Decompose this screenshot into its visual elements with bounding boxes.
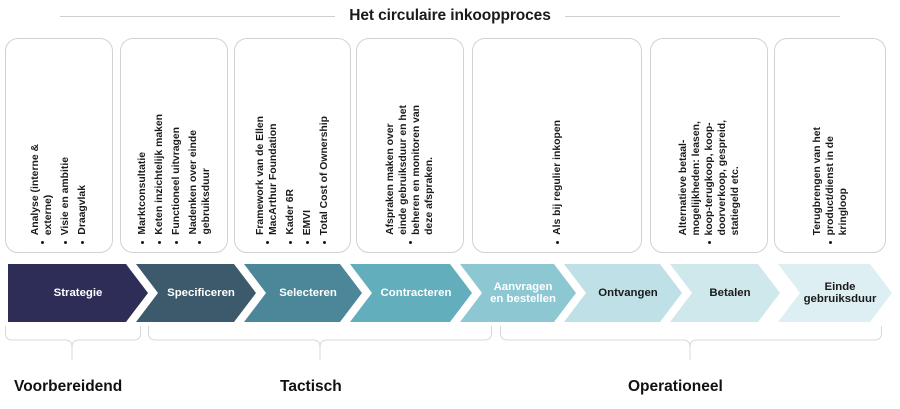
card-betalen: Alternatieve betaal- mogelijkheden: leas… [650,38,768,253]
title-rule-left [60,15,336,17]
category-voorbereidend-label: Voorbereidend [14,378,123,395]
bullet-dot-icon [140,241,144,244]
bullet-dot-icon [64,241,67,244]
bullet-dot-icon [198,241,201,244]
step-label: Aanvragen en bestellen [490,280,556,306]
step-specificeren[interactable]: Specificeren [136,264,256,322]
bullet-dot-icon [265,241,269,244]
chevron-shape [564,264,682,322]
bullet-item: Analyse (interne & externe) [28,144,56,244]
step-aanvragen-bestellen[interactable]: Aanvragen en bestellen [460,264,576,322]
bullet-dot-icon [306,241,309,244]
step-label: Ontvangen [598,286,658,299]
bullet-text: Afspraken maken over einde gebruiksduur … [385,105,435,235]
bullet-text: Keten inzichtelijk maken [153,114,165,235]
step-contracteren[interactable]: Contracteren [350,264,472,322]
step-label: Strategie [53,286,103,299]
brace-category-operationeel [500,326,882,364]
card-aanvragen-en-bestellen: Als bij regulier inkopen [472,38,642,253]
card-bullet-list: Afspraken maken over einde gebruiksduur … [357,105,463,244]
card-contracteren: Afspraken maken over einde gebruiksduur … [356,38,464,253]
bullet-text: Visie en ambitie [60,156,71,235]
bullet-item: Total Cost of Ownership [317,116,332,244]
chevron-shape [350,264,472,322]
bullet-item: Kader 6R [283,189,298,244]
brace-shape [5,326,141,360]
bullet-item: EMVI [300,210,315,244]
brace-category-voorbereidend [5,326,141,364]
chevron-shape [8,264,148,322]
page-title: Het circulaire inkoopproces [349,7,551,24]
bullet-text: Marktconsultatie [136,152,148,235]
bullet-item: Visie en ambitie [58,157,73,244]
bullet-dot-icon [828,241,832,244]
bullet-item: Keten inzichtelijk maken [152,114,167,244]
step-label: Selecteren [279,286,337,299]
bullet-dot-icon [81,241,84,244]
step-label: Betalen [709,286,751,299]
step-ontvangen[interactable]: Ontvangen [564,264,682,322]
bullet-item: Alternatieve betaal- mogelijkheden: leas… [676,120,743,244]
bullet-dot-icon [289,241,292,244]
bullet-text: Kader 6R [285,189,296,235]
step-label: Contracteren [380,286,452,299]
category-braces [0,326,900,371]
step-strategie[interactable]: Strategie [8,264,148,322]
brace-shape [500,326,882,360]
chevron-shape [460,264,576,322]
step-betalen[interactable]: Betalen [670,264,780,322]
category-tactisch-label: Tactisch [280,378,342,395]
step-einde-gebruiksduur[interactable]: Einde gebruiksduur [778,264,892,322]
bullet-text: Total Cost of Ownership [319,115,330,235]
bullet-text: Functioneel uitvragen [170,127,182,235]
chevron-shape [136,264,256,322]
detail-cards-row: Analyse (interne & externe) Visie en ambi… [0,38,900,254]
card-specificeren: Marktconsultatie Keten inzichtelijk maken… [120,38,228,253]
card-bullet-list: Framework van de Ellen MacArthur Foundat… [235,116,350,244]
brace-shape [148,326,492,360]
bullet-dot-icon [174,241,178,244]
brace-category-tactisch [148,326,492,364]
card-einde-gebruiksduur: Terugbrengen van het product/dienst in d… [774,38,886,253]
bullet-dot-icon [707,241,711,244]
bullet-item: Functioneel uitvragen [169,127,184,244]
bullet-text: Alternatieve betaal- mogelijkheden: leas… [677,119,741,235]
bullet-item: Nadenken over einde gebruiksduur [186,130,214,244]
card-selecteren: Framework van de Ellen MacArthur Foundat… [234,38,351,253]
bullet-text: Terugbrengen van het product/dienst in d… [811,126,849,235]
bullet-item: Terugbrengen van het product/dienst in d… [810,127,851,244]
bullet-dot-icon [555,241,559,244]
bullet-text: Nadenken over einde gebruiksduur [187,130,212,235]
bullet-text: Framework van de Ellen MacArthur Foundat… [255,116,279,235]
step-label: Specificeren [167,286,235,299]
chevron-shape [244,264,362,322]
card-bullet-list: Marktconsultatie Keten inzichtelijk maken… [121,114,227,244]
bullet-item: Als bij regulier inkopen [550,120,565,244]
card-bullet-list: Alternatieve betaal- mogelijkheden: leas… [651,120,767,244]
title-bar: Het circulaire inkoopproces [0,0,900,32]
card-bullet-list: Analyse (interne & externe) Visie en ambi… [6,144,112,244]
bullet-dot-icon [40,241,44,244]
card-bullet-list: Terugbrengen van het product/dienst in d… [775,127,885,244]
process-chevron-bar: Strategie Specificeren Selecteren Contracte… [8,264,892,322]
card-strategie: Analyse (interne & externe) Visie en ambi… [5,38,113,253]
bullet-text: Analyse (interne & externe) [30,143,54,235]
bullet-dot-icon [408,241,412,244]
step-selecteren[interactable]: Selecteren [244,264,362,322]
chevron-shape [670,264,780,322]
title-rule-right [564,15,840,17]
bullet-item: Framework van de Ellen MacArthur Foundat… [253,116,281,244]
card-bullet-list: Als bij regulier inkopen [473,120,641,244]
bullet-item: Marktconsultatie [135,152,150,244]
bullet-text: Draagvlak [77,185,88,235]
bullet-text: Als bij regulier inkopen [551,120,563,235]
bullet-dot-icon [157,241,161,244]
bullet-dot-icon [323,241,326,244]
bullet-item: Draagvlak [75,185,90,244]
category-operationeel-label: Operationeel [628,378,723,395]
chevron-shape [778,264,892,322]
bullet-text: EMVI [302,209,313,235]
step-label: Einde gebruiksduur [803,280,877,306]
bullet-item: Afspraken maken over einde gebruiksduur … [383,105,437,244]
